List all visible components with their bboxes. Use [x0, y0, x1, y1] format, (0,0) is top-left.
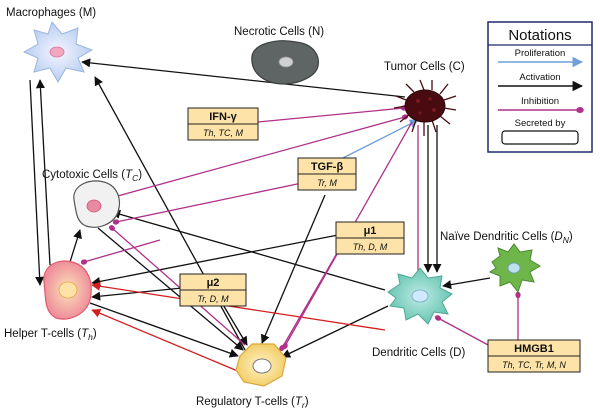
helper-label: Helper T-cells (Th): [4, 328, 97, 342]
arrow-tgf-to-reg: [261, 194, 326, 344]
macrophage-cell: [22, 20, 94, 84]
legend-inhibition-label: Inhibition: [521, 96, 559, 107]
legend-proliferation-label: Proliferation: [515, 48, 566, 59]
arrow-helper-to-reg: [89, 302, 239, 358]
factor-hmgb1: HMGB1 Th, TC, Tr, M, N: [487, 339, 581, 373]
cytotoxic-label: Cytotoxic Cells (TC): [42, 169, 142, 183]
arrow-reg-to-helper: [91, 308, 241, 373]
dendritic-cell: [387, 267, 453, 325]
tumor-cell: [393, 79, 457, 136]
dendritic-label: Dendritic Cells (D): [372, 347, 465, 359]
mu1-sources: Th, D, M: [353, 242, 388, 252]
cytotoxic-cell: [73, 180, 121, 228]
ifn-title: IFN-γ: [209, 111, 237, 123]
arrow-tumor-to-macrophages: [81, 58, 406, 98]
arrow-mu2-to-reg: [221, 302, 248, 346]
tgf-title: TGF-β: [311, 161, 344, 173]
factor-mu2: μ2 Tr, D, M: [179, 273, 247, 307]
legend-activation-label: Activation: [519, 72, 560, 83]
tgf-sources: Tr, M: [317, 178, 337, 188]
arrow-macro-to-helper-a: [29, 79, 45, 286]
arrow-dend-to-reg: [281, 305, 389, 358]
mu1-title: μ1: [364, 225, 377, 237]
legend-secreted-label: Secreted by: [515, 118, 566, 129]
legend: Notations Proliferation Activation Inhib…: [487, 21, 593, 153]
hmgb1-title: HMGB1: [514, 343, 554, 355]
factor-ifn-gamma: IFN-γ Th, TC, M: [187, 107, 259, 141]
inhib-cyto-to-tumor: [113, 114, 409, 198]
arrow-naive-to-dend: [442, 277, 491, 290]
arrow-helper-to-macro: [35, 79, 51, 266]
inhib-ifn-to-tumor: [257, 105, 408, 123]
tumor-label: Tumor Cells (C): [384, 61, 465, 73]
regulatory-label: Regulatory T-cells (Tr): [196, 396, 309, 410]
mu2-title: μ2: [207, 277, 220, 289]
helper-cell: [43, 260, 92, 320]
arrow-tgf-to-tumor: [334, 119, 419, 163]
hmgb1-sources: Th, TC, Tr, M, N: [502, 360, 566, 370]
arrow-cyto-to-reg: [97, 227, 244, 351]
arrow-helper-to-cyto: [69, 229, 82, 263]
arrow-mu1-to-helper: [91, 234, 339, 286]
factor-tgf-beta: TGF-β Tr, M: [297, 157, 357, 191]
factor-mu1: μ1 Th, D, M: [335, 221, 405, 255]
arrow-dend-to-helper: [91, 281, 386, 331]
ifn-sources: Th, TC, M: [203, 128, 244, 138]
inhib-reg-to-cyto: [109, 225, 246, 346]
inhib-dend-to-reg: [279, 247, 341, 352]
inhib-tgf-to-cyto: [112, 182, 303, 225]
inhib-hmgb1-to-dend: [434, 315, 491, 347]
naive-dendritic-cell: [488, 243, 541, 294]
legend-secreted-box: [501, 130, 579, 145]
arrow-dend-to-cyto: [111, 209, 386, 291]
macrophages-label: Macrophages (M): [6, 7, 96, 19]
necrotic-label: Necrotic Cells (N): [234, 26, 324, 38]
legend-title: Notations: [508, 27, 571, 44]
mu2-sources: Tr, D, M: [197, 294, 229, 304]
regulatory-cell: [235, 343, 287, 387]
inhib-tgf-to-helper: [80, 239, 161, 265]
naive-label: Naïve Dendritic Cells (DN): [440, 231, 573, 245]
necrotic-cell: [251, 40, 319, 85]
